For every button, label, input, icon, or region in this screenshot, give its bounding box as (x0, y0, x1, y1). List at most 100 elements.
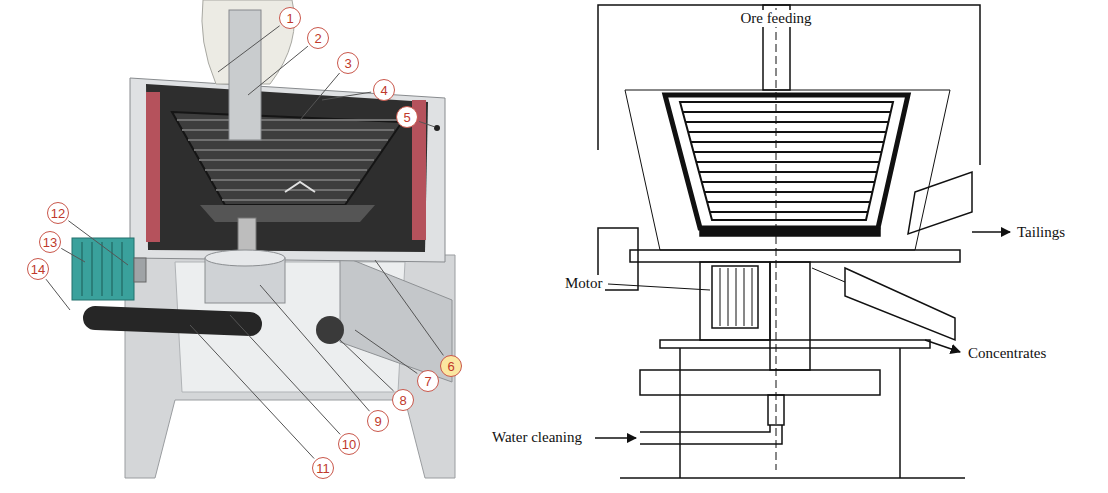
ring (685, 121, 888, 123)
ring (683, 111, 891, 113)
rib (194, 149, 381, 151)
lower-beam (660, 340, 930, 348)
callout-circle: 11 (312, 457, 334, 479)
motor-fins (720, 268, 752, 326)
callout-circle: 6 (440, 355, 462, 377)
callout-number: 2 (314, 32, 321, 45)
ring (691, 141, 884, 143)
tailings-arrow (972, 231, 1010, 233)
tailings-chute (908, 172, 972, 234)
leader-line (248, 46, 308, 95)
motor-leader (608, 284, 710, 290)
callout-circle: 8 (392, 389, 414, 411)
platform (630, 250, 960, 262)
callout-circle: 10 (338, 433, 360, 455)
rib (182, 129, 394, 131)
leader-line (68, 221, 128, 265)
concentrate-chute (845, 268, 955, 340)
rib (199, 159, 374, 161)
ring (704, 191, 872, 193)
fin (121, 242, 123, 296)
upper-housing (130, 78, 445, 262)
callout-circle: 9 (367, 410, 389, 432)
fin (101, 242, 103, 296)
flow-label: Water cleaning (490, 429, 584, 446)
center-column (770, 262, 810, 370)
water-pipe (640, 425, 782, 444)
ring (696, 161, 879, 163)
ring (688, 131, 886, 133)
leader-line (340, 340, 394, 391)
motor (712, 266, 758, 328)
flow-label: Tailings (1015, 224, 1067, 241)
bearing-top (205, 250, 285, 266)
ring (699, 171, 877, 173)
callout-number: 4 (380, 84, 387, 97)
callout-number: 9 (374, 415, 381, 428)
pulley (640, 370, 880, 395)
callout-circle: 4 (373, 79, 395, 101)
callout-number: 6 (447, 360, 454, 373)
bowl-outer (665, 95, 908, 228)
rib (177, 119, 399, 121)
cutaway-interior (146, 84, 428, 252)
ring (694, 151, 882, 153)
fin (744, 268, 745, 326)
bowl-ribs (177, 120, 399, 200)
inner-bowl (172, 112, 402, 205)
fin (736, 268, 737, 326)
water-arrow (595, 437, 636, 439)
bowl-plate (700, 228, 880, 236)
leg (679, 348, 681, 478)
fin (720, 268, 721, 326)
fin (728, 268, 729, 326)
leader-line (375, 260, 443, 355)
callout-number: 10 (342, 438, 356, 451)
callout-circle: 1 (279, 7, 301, 29)
motor (72, 238, 134, 300)
ring (710, 211, 868, 213)
rim-lining (146, 92, 160, 242)
leader-line (300, 73, 340, 120)
leader-line (419, 122, 435, 128)
callout-circle: 7 (417, 370, 439, 392)
callout-number: 14 (31, 263, 45, 276)
part-label: Motor (563, 275, 605, 292)
fin (111, 242, 113, 296)
rib (216, 189, 354, 191)
callout-number: 8 (399, 394, 406, 407)
flow-label: Concentrates (966, 345, 1048, 362)
callout-number: 5 (403, 111, 410, 124)
leader-line (355, 330, 417, 374)
callout-number: 3 (344, 57, 351, 70)
base-frame (125, 255, 455, 478)
leader-line (260, 285, 370, 411)
leader-line (190, 325, 314, 459)
bowl-housing (625, 90, 950, 250)
ring (707, 201, 870, 203)
flow-label: Ore feeding (738, 10, 813, 27)
ground-line (620, 477, 965, 479)
leader-line (46, 279, 70, 310)
ring (702, 181, 875, 183)
lower-shaft (768, 395, 784, 425)
top-housing (598, 5, 980, 165)
section-drawing (595, 5, 1010, 478)
motor-frame (700, 262, 770, 340)
rib (188, 139, 388, 141)
rib (222, 199, 347, 201)
rib (211, 179, 360, 181)
bowl-rings (683, 112, 891, 212)
callout-circle: 13 (39, 231, 61, 253)
callout-number: 13 (43, 236, 57, 249)
distributor (285, 182, 315, 192)
leader-line (61, 248, 85, 262)
feed-pipe (229, 10, 261, 140)
callout-number: 7 (424, 375, 431, 388)
leader-line (322, 92, 371, 100)
guide-line (812, 268, 845, 282)
knob (434, 125, 440, 131)
center-line (776, 8, 777, 470)
